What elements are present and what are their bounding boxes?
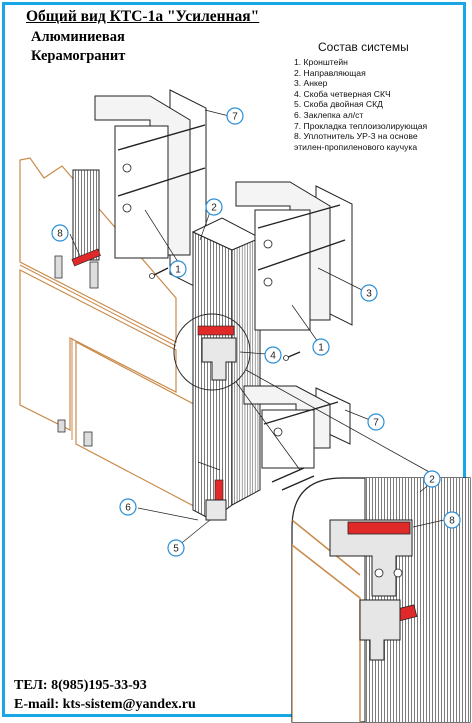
seal-strip — [71, 248, 101, 267]
svg-text:4: 4 — [270, 351, 276, 362]
svg-text:8: 8 — [449, 516, 455, 527]
legend-item: 2. Направляющая — [294, 67, 366, 78]
seal-strips — [71, 248, 235, 507]
rivet — [151, 267, 169, 277]
seal-strip-detail — [347, 521, 411, 535]
clamp-double — [205, 499, 227, 521]
callout-4: 4 — [264, 346, 282, 364]
legend-item: 4. Скоба четверная СКЧ — [294, 88, 391, 99]
bracket-assembly-lower — [243, 385, 351, 491]
anchor — [117, 124, 206, 151]
svg-text:6: 6 — [125, 503, 131, 514]
legend-item: 6. Заклепка ал/ст — [294, 109, 364, 120]
callout-6: 6 — [119, 498, 137, 516]
clamp-detail — [329, 519, 413, 597]
subtitle-cladding: Керамогранит — [31, 48, 126, 64]
svg-text:7: 7 — [373, 418, 379, 429]
guide-profile-main — [191, 217, 262, 521]
contact-phone: ТЕЛ: 8(985)195-33-93 — [14, 678, 147, 693]
legend-item: 1. Кронштейн — [294, 57, 348, 67]
tile-panel-left — [19, 269, 177, 431]
legend-item: 3. Анкер — [294, 78, 328, 89]
tile-clip — [83, 431, 93, 447]
clamps — [201, 337, 237, 521]
bracket-plate — [261, 409, 315, 469]
bracket-plate — [114, 125, 169, 259]
page-title: Общий вид КТС-1а "Усиленная" — [26, 8, 260, 25]
tile-clip — [54, 255, 63, 279]
anchor — [263, 401, 339, 425]
callout-2: 2 — [423, 470, 441, 488]
callout-7: 7 — [226, 107, 244, 125]
guide-profile — [72, 169, 100, 261]
callout-5: 5 — [167, 539, 185, 557]
callout-2: 2 — [205, 198, 223, 216]
callout-1: 1 — [169, 260, 187, 278]
tile-clip — [57, 419, 66, 433]
svg-text:2: 2 — [429, 475, 435, 486]
seal-strip — [197, 325, 235, 336]
rivet — [271, 467, 305, 483]
svg-text:3: 3 — [366, 289, 372, 300]
anchor — [257, 239, 346, 271]
svg-text:1: 1 — [318, 343, 324, 354]
svg-text:2: 2 — [211, 203, 217, 214]
callouts: 1 1 2 2 3 4 5 6 7 7 8 8 — [51, 107, 461, 557]
subtitle-material: Алюминиевая — [31, 29, 125, 45]
anchor — [257, 204, 341, 229]
callout-8: 8 — [443, 511, 461, 529]
svg-text:1: 1 — [175, 265, 181, 276]
detail-magnifier — [173, 313, 251, 391]
tile-clip — [89, 261, 99, 289]
callout-3: 3 — [360, 284, 378, 302]
contact-email: E-mail: kts-sistem@yandex.ru — [14, 697, 196, 712]
zoom-detail — [291, 477, 471, 723]
callout-7: 7 — [367, 413, 385, 431]
bracket-plate — [254, 209, 311, 331]
callout-1: 1 — [312, 338, 330, 356]
legend-item: 8. Уплотнитель УР-3 на основе — [294, 131, 418, 142]
svg-text:5: 5 — [173, 544, 179, 555]
legend-list: 1. Кронштейн 2. Направляющая 3. Анкер 4.… — [294, 57, 427, 152]
svg-text:8: 8 — [57, 229, 63, 240]
legend-item: 5. Скоба двойная СКД — [294, 99, 383, 110]
page-frame — [2, 2, 466, 717]
callout-8: 8 — [51, 224, 69, 242]
legend-item: этилен-пропиленового каучука — [294, 141, 418, 152]
legend-item: 7. Прокладка теплоизолирующая — [294, 120, 428, 131]
legend-title: Состав системы — [318, 40, 409, 54]
bracket-assembly-middle — [235, 181, 353, 361]
anchor — [117, 167, 206, 197]
clamp-quad — [201, 337, 237, 381]
rivet — [281, 475, 315, 491]
leader-lines — [69, 109, 445, 547]
svg-text:7: 7 — [232, 112, 238, 123]
